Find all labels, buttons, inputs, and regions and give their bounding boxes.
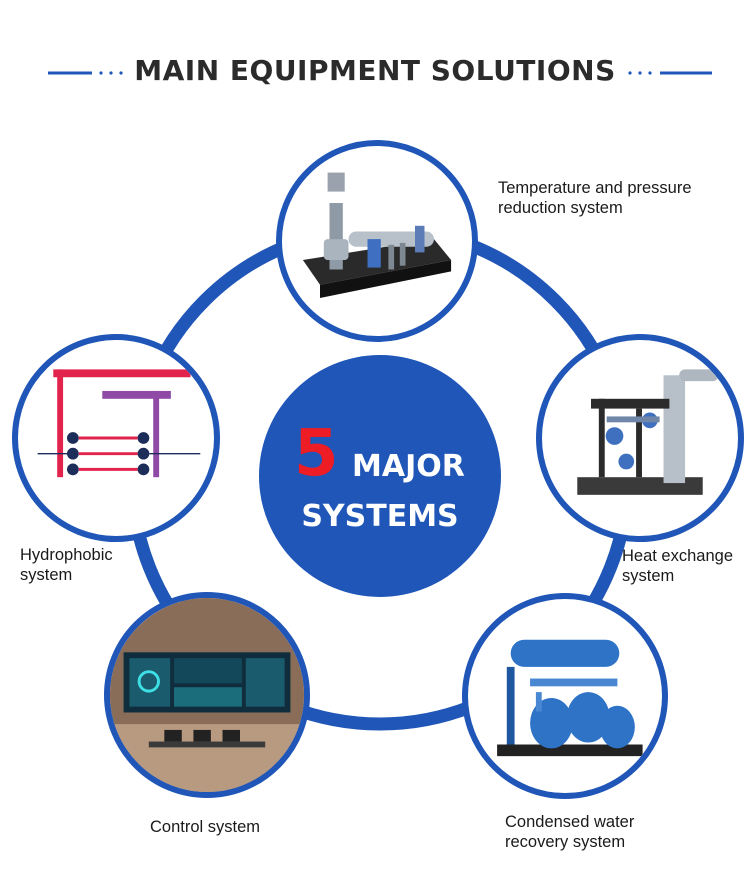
- condensate-recovery-equipment-icon: [497, 639, 643, 757]
- label-line: recovery system: [505, 833, 626, 851]
- label-line: Temperature and pressure: [498, 179, 692, 197]
- label-line: reduction system: [498, 199, 623, 217]
- title-decoration: [48, 71, 712, 75]
- label-line: Hydrophobic: [20, 546, 113, 564]
- center-number: 5: [294, 417, 339, 491]
- label-pressure-reduction: Temperature and pressure reduction syste…: [498, 178, 692, 218]
- center-badge: [259, 355, 501, 597]
- node-hydrophobic: [12, 334, 220, 542]
- pressure-reduction-equipment-icon: [302, 172, 452, 298]
- label-heat-exchange: Heat exchange system: [622, 546, 733, 586]
- label-line: Condensed water: [505, 813, 635, 831]
- node-pressure-reduction: [276, 140, 478, 342]
- label-hydrophobic: Hydrophobic system: [20, 545, 113, 585]
- label-control-system: Control system: [150, 817, 260, 837]
- node-heat-exchange: [536, 334, 744, 542]
- control-room-screen-icon: [110, 598, 304, 792]
- center-line-2: SYSTEMS: [301, 499, 459, 534]
- label-line: system: [20, 566, 73, 584]
- label-line: Control system: [150, 818, 261, 836]
- center-line-1: MAJOR: [352, 449, 465, 484]
- page-title: MAIN EQUIPMENT SOLUTIONS: [134, 54, 616, 87]
- heat-exchanger-equipment-icon: [577, 369, 719, 495]
- label-condensate-recovery: Condensed water recovery system: [505, 812, 634, 852]
- label-line: system: [622, 567, 675, 585]
- node-control-system: [104, 592, 310, 798]
- label-line: Heat exchange: [622, 547, 733, 565]
- hydrophobic-pipe-diagram-icon: [37, 369, 201, 478]
- node-condensate-recovery: [462, 593, 668, 799]
